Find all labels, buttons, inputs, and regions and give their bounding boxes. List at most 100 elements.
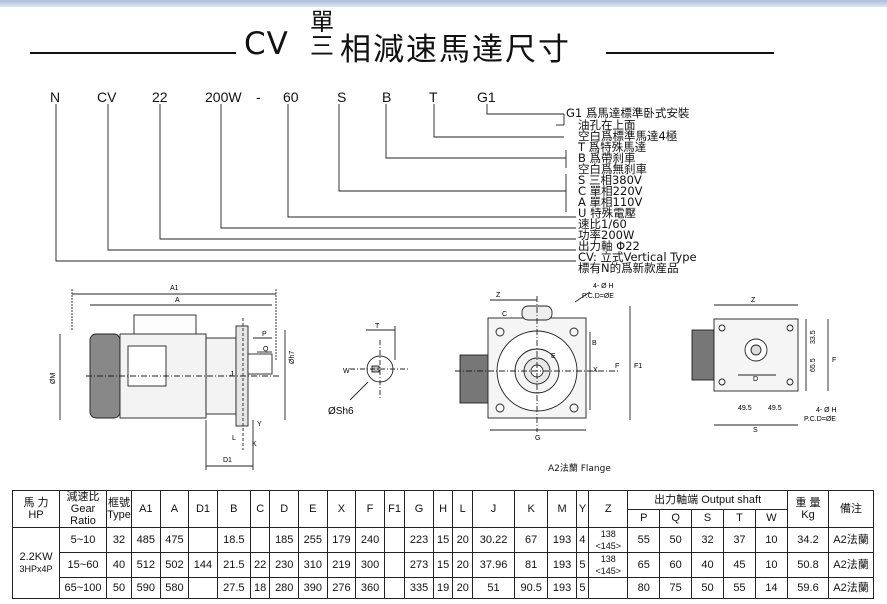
td-type: 40 xyxy=(106,552,132,578)
td-f1 xyxy=(383,577,406,599)
td-h: 15 xyxy=(432,552,454,578)
dim-label: ØM xyxy=(50,373,57,384)
th-output-shaft: 出力軸端 Output shaft xyxy=(627,490,788,510)
td-l: 20 xyxy=(452,527,473,553)
td-l: 20 xyxy=(452,577,473,599)
dim-label: F xyxy=(832,357,836,364)
td-type: 50 xyxy=(106,577,132,599)
title-phase-stack: 單 三 xyxy=(304,10,340,58)
legend-item: T 爲特殊馬達 xyxy=(578,140,647,154)
legend-item: 標有N的爲新款産品 xyxy=(578,261,679,275)
td-g: 223 xyxy=(404,527,434,553)
td-t: 37 xyxy=(723,527,756,553)
td-t: 55 xyxy=(723,577,756,599)
td-weight: 34.2 xyxy=(787,527,829,553)
dim-label: P.C.D=ØE xyxy=(804,416,836,423)
td-m: 193 xyxy=(547,527,577,553)
dim-label: ØSh6 xyxy=(328,406,354,417)
td-b: 27.5 xyxy=(216,577,251,599)
td-k: 67 xyxy=(514,527,549,553)
dim-label: A xyxy=(175,297,180,304)
th-t: T xyxy=(723,508,756,528)
code-mount: G1 xyxy=(477,89,496,105)
legend-item: B 爲帶刹車 xyxy=(578,151,636,165)
td-b: 21.5 xyxy=(216,552,251,578)
td-weight: 59.6 xyxy=(787,577,829,599)
td-d: 185 xyxy=(269,527,300,553)
dim-label: 33.5 xyxy=(810,330,817,344)
dim-label: Øh7 xyxy=(289,351,296,364)
code-n: N xyxy=(50,89,61,105)
td-g: 273 xyxy=(404,552,434,578)
td-f1 xyxy=(383,552,406,578)
legend-item: U 特殊電壓 xyxy=(578,206,637,220)
legend-item: A 單相110V xyxy=(578,195,643,209)
dim-label: T xyxy=(375,323,380,330)
th-w: W xyxy=(754,508,789,528)
title-phase-bottom: 三 xyxy=(310,32,334,60)
td-z xyxy=(588,577,629,599)
th-f: F xyxy=(355,490,385,528)
td-remark: A2法蘭 xyxy=(828,527,874,553)
td-d1: 144 xyxy=(188,552,218,578)
title-text: 相減速馬達尺寸 xyxy=(340,32,571,68)
td-ratio: 65~100 xyxy=(59,577,107,599)
td-h: 15 xyxy=(432,527,454,553)
dim-label: 65.5 xyxy=(810,358,817,372)
td-h: 19 xyxy=(432,577,454,599)
th-f1: F1 xyxy=(383,490,406,528)
td-m: 193 xyxy=(547,577,577,599)
page-title: CV 單 三 相減速馬達尺寸 xyxy=(0,6,887,72)
th-g: G xyxy=(404,490,434,528)
code-cv: CV xyxy=(97,89,117,105)
td-d: 280 xyxy=(269,577,300,599)
dim-label: G xyxy=(535,435,540,442)
dim-label: 49.5 xyxy=(768,405,782,412)
td-g: 335 xyxy=(404,577,434,599)
td-z: 138<145> xyxy=(588,527,629,553)
dim-label: K xyxy=(252,441,257,448)
td-t: 45 xyxy=(723,552,756,578)
td-a: 502 xyxy=(159,552,190,578)
td-l: 20 xyxy=(452,552,473,578)
td-k: 81 xyxy=(514,552,549,578)
dim-label: Z xyxy=(496,292,501,299)
td-ratio: 5~10 xyxy=(59,527,107,553)
th-l: L xyxy=(452,490,473,528)
td-z: 138<145> xyxy=(588,552,629,578)
dim-label: Y xyxy=(257,421,262,428)
td-x: 179 xyxy=(326,527,357,553)
dim-label: L xyxy=(232,435,236,442)
td-m: 193 xyxy=(547,552,577,578)
td-d: 230 xyxy=(269,552,300,578)
th-k: K xyxy=(514,490,549,528)
dim-label: J xyxy=(230,371,234,378)
th-h: H xyxy=(432,490,454,528)
shaft-detail-drawing xyxy=(349,326,408,401)
td-j: 51 xyxy=(471,577,516,599)
td-f1 xyxy=(383,527,406,553)
td-e: 390 xyxy=(298,577,328,599)
code-size: 22 xyxy=(152,89,168,105)
td-f: 360 xyxy=(355,577,385,599)
td-s: 50 xyxy=(691,577,724,599)
legend-item: 空白爲標準馬達4極 xyxy=(578,129,678,143)
th-z: Z xyxy=(588,490,629,528)
td-y: 5 xyxy=(575,577,590,599)
dim-label: 49.5 xyxy=(738,405,752,412)
td-q: 60 xyxy=(659,552,693,578)
td-q: 50 xyxy=(659,527,693,553)
th-remark: 備注 xyxy=(828,490,874,528)
dim-label: F1 xyxy=(634,363,642,370)
td-e: 310 xyxy=(298,552,328,578)
th-j: J xyxy=(471,490,516,528)
technical-drawings: A1 A P Q J Y L K D1 ØM Øh7 T W ØSh6 Z xyxy=(50,104,837,470)
td-d1 xyxy=(188,577,218,599)
td-a1: 512 xyxy=(131,552,161,578)
td-c: 22 xyxy=(249,552,271,578)
code-dash: - xyxy=(256,89,261,105)
